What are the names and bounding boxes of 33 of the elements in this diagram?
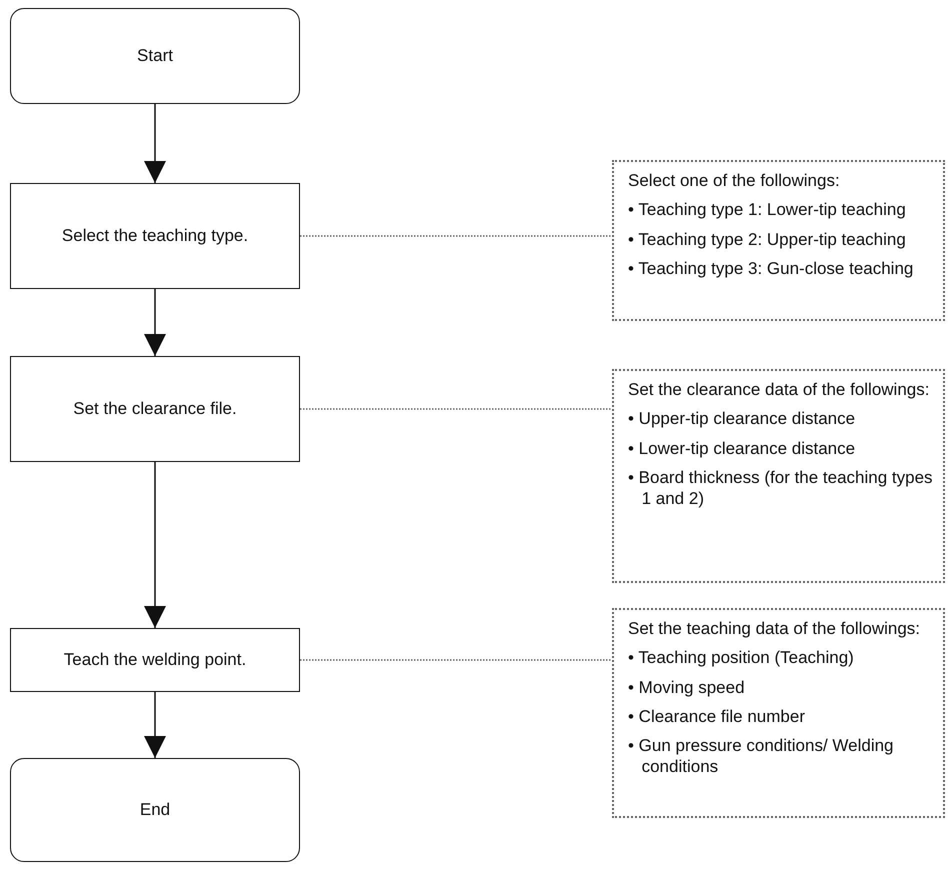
- process-box: [10, 183, 300, 289]
- terminal-box: [10, 8, 300, 104]
- dotted-connector: [300, 659, 612, 661]
- node-label: Teach the welding point.: [64, 650, 246, 670]
- bullet-item: • Lower-tip clearance distance: [628, 438, 856, 459]
- bullet-item: • Teaching position (Teaching): [628, 647, 855, 668]
- bullet-item: • Teaching type 2: Upper-tip teaching: [628, 228, 907, 250]
- bullet-item: • Teaching type 3: Gun-close teaching: [628, 258, 914, 279]
- process-box: [10, 356, 300, 462]
- note-heading: Set the teaching data of the followings:: [628, 618, 922, 640]
- note-heading: Select one of the followings:: [628, 170, 841, 192]
- bullet-item: • Clearance file number: [628, 706, 806, 727]
- bullet-item: • Upper-tip clearance distance: [628, 408, 856, 430]
- node-label: Start: [137, 46, 173, 66]
- arrow: [144, 462, 166, 628]
- bullet-item: • Teaching type 1: Lower-tip teaching: [628, 199, 907, 220]
- bullet-item: • Gun pressure conditions/ Welding conditions: [628, 735, 895, 778]
- note-box: [612, 369, 945, 583]
- dotted-connector: [300, 408, 612, 410]
- note-box: [612, 160, 945, 321]
- process-box: [10, 628, 300, 692]
- node-label: End: [140, 800, 170, 820]
- node-label: Select the teaching type.: [62, 226, 248, 246]
- dotted-connector: [300, 235, 612, 237]
- bullet-item: • Moving speed: [628, 676, 746, 698]
- bullet-item: • Board thickness (for the teaching types 1 and 2): [628, 466, 933, 510]
- arrow: [144, 104, 166, 183]
- note-heading: Set the clearance data of the followings:: [628, 379, 930, 400]
- arrow: [144, 692, 166, 758]
- arrow: [144, 289, 166, 356]
- node-label: Set the clearance file.: [73, 399, 237, 419]
- note-box: [612, 608, 945, 818]
- terminal-box: [10, 758, 300, 862]
